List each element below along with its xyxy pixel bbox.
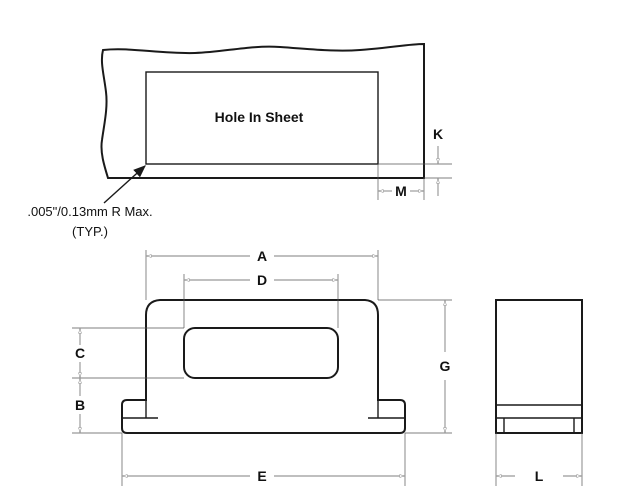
connector-body-outline xyxy=(121,299,406,434)
dim-c-label: C xyxy=(75,345,85,361)
radius-note: .005"/0.13mm R Max. xyxy=(27,204,152,219)
sheet-view: Hole In Sheet K M .005"/0.13mm R Max. (T… xyxy=(27,42,452,239)
hole-in-sheet-label: Hole In Sheet xyxy=(215,109,304,125)
radius-leader-arrow xyxy=(103,165,146,204)
connector-slot xyxy=(183,327,339,379)
dim-b-label: B xyxy=(75,397,85,413)
dim-k-label: K xyxy=(433,126,443,142)
dim-a-label: A xyxy=(257,248,267,264)
dim-m-label: M xyxy=(395,183,407,199)
radius-note-typ: (TYP.) xyxy=(72,224,108,239)
dim-d-label: D xyxy=(257,272,267,288)
side-view: L xyxy=(495,299,583,486)
hole-in-sheet xyxy=(145,71,379,165)
sheet-outline xyxy=(100,42,425,179)
dim-g-label: G xyxy=(440,358,451,374)
side-body xyxy=(495,299,583,434)
front-view: A D C B G E xyxy=(72,248,452,486)
dim-e-label: E xyxy=(257,468,266,484)
dim-l-label: L xyxy=(535,468,544,484)
